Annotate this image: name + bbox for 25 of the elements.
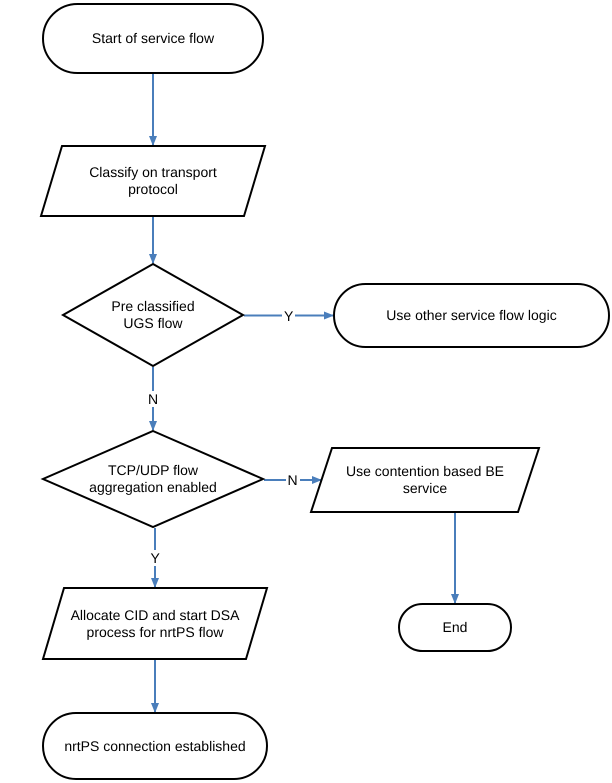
input-output-parallelogram [42,587,268,660]
node-text: Use contention based BE service [345,463,505,497]
decision-diamond [42,430,264,528]
edge-label: Y [148,550,162,566]
node-text: Start of service flow [92,30,214,47]
arrow [151,660,159,713]
node-text: Classify on transport protocol [88,164,218,198]
terminator-shape [398,603,512,652]
arrow [149,217,157,264]
node-text: Allocate CID and start DSA process for nrtPS flow [70,606,240,640]
node-text: nrtPS connection established [64,738,246,754]
arrow [149,367,157,431]
input-output-parallelogram [310,447,540,513]
arrow [151,528,159,588]
arrow [244,312,334,320]
decision-diamond [62,263,244,367]
arrow [149,74,157,146]
node-text: End [442,619,468,636]
input-output-parallelogram [40,145,266,217]
node-text: TCP/UDP flow aggregation enabled [88,462,218,496]
arrow [264,476,322,484]
node-text: Pre classified UGS flow [110,298,196,332]
edge-label: N [286,472,300,488]
arrow [451,513,459,604]
node-text: Use other service flow logic [386,307,557,324]
